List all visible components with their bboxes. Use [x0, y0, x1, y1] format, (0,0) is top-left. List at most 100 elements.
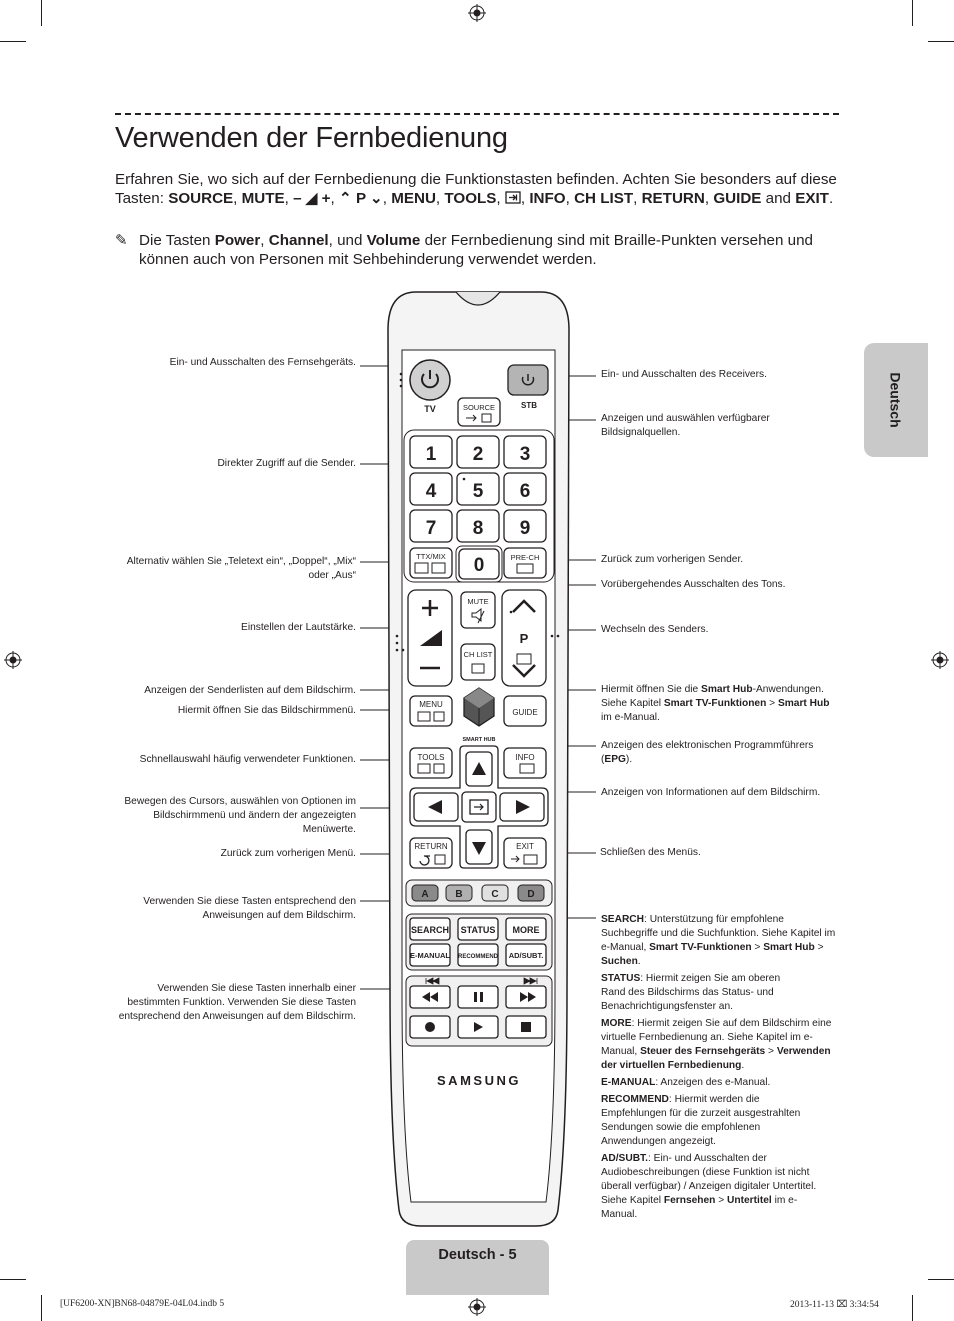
label-teletext: Alternativ wählen Sie „Teletext ein“, „D… [126, 556, 356, 581]
adsubt-button [505, 943, 547, 967]
key-menu: MENU [391, 190, 436, 207]
channel-rocker [501, 589, 547, 687]
number-key-label: 6 [520, 481, 531, 502]
number-key-label: 4 [426, 481, 437, 502]
pre-ch-button [503, 547, 547, 579]
number-key-6 [503, 472, 547, 506]
text-part: > [715, 1195, 728, 1206]
text-part: RECOMMEND [601, 1094, 669, 1105]
note-channel: Channel [268, 232, 329, 249]
number-key-5 [456, 472, 500, 506]
skip-back-icon [425, 977, 440, 985]
exit-label: EXIT [516, 842, 534, 851]
registration-mark-icon [468, 4, 486, 22]
key-exit: EXIT [795, 190, 829, 207]
intro-text: Erfahren Sie, wo sich auf der Fernbedien… [115, 171, 837, 207]
return-label: RETURN [414, 842, 448, 851]
and-text: and [761, 190, 796, 207]
period: . [828, 190, 834, 207]
smart-hub-label: SMART HUB [463, 737, 496, 743]
text-part: STATUS [601, 973, 641, 984]
key-guide: GUIDE [713, 190, 762, 207]
source-label: SOURCE [463, 403, 495, 412]
text-part: Untertitel [727, 1195, 772, 1206]
crop-mark [928, 41, 954, 42]
key-source: SOURCE [168, 190, 234, 207]
emanual-label: E-MANUAL [410, 951, 450, 960]
channel-p-label: P [520, 631, 529, 646]
registration-mark-icon [468, 1298, 486, 1316]
note-paragraph: ✎ Die Tasten Power, Channel, und Volume … [115, 231, 845, 268]
label-channel: Wechseln des Senders. [601, 624, 709, 635]
text-part: > [766, 698, 778, 709]
exit-button [503, 837, 547, 869]
number-keys [409, 435, 547, 543]
return-icon [419, 855, 430, 866]
stop-icon [521, 1022, 531, 1032]
text-part: Smart Hub [763, 942, 815, 953]
separator: , [284, 190, 294, 207]
color-key-a [411, 884, 439, 902]
label-exit: Schließen des Menüs. [600, 847, 701, 858]
search-button [409, 917, 451, 941]
color-key-label: B [455, 889, 462, 900]
note-volume: Volume [366, 232, 421, 249]
channel-down-icon [512, 664, 536, 678]
emanual-button [409, 943, 451, 967]
brand-logo: SAMSUNG [437, 1073, 521, 1088]
registration-mark-icon [4, 651, 22, 669]
power-icon [421, 370, 439, 389]
text-part: ). [625, 754, 633, 765]
info-label: INFO [515, 753, 534, 762]
return-button [409, 837, 453, 869]
label-color-keys: Verwenden Sie diese Tasten entsprechend … [143, 896, 356, 921]
key-return: RETURN [641, 190, 705, 207]
number-key-4 [409, 472, 453, 506]
label-mute: Vorübergehendes Ausschalten des Tons. [601, 579, 786, 590]
text-part: -Anwendungen. Siehe Kapitel [601, 684, 824, 709]
zero-frame [455, 545, 503, 583]
text-part: > [814, 942, 824, 953]
enter-icon [469, 799, 489, 815]
source-button [457, 397, 501, 427]
status-button [457, 917, 499, 941]
ir-window [455, 291, 501, 306]
more-label: MORE [513, 925, 540, 935]
color-key-label: A [421, 889, 428, 900]
pause-icon [474, 992, 483, 1002]
label-info: Anzeigen von Informationen auf dem Bilds… [601, 787, 821, 798]
guide-button [503, 695, 547, 727]
enter-key-icon [505, 191, 521, 204]
channel-up-icon [512, 599, 536, 613]
text-part: Hiermit öffnen Sie die [601, 684, 702, 695]
text-part: : Hiermit werden die Empfehlungen für di… [601, 1094, 801, 1147]
separator: , [496, 190, 505, 207]
label-cursor: Bewegen des Cursors, auswählen von Optio… [124, 796, 356, 835]
number-key-label: 5 [473, 481, 484, 502]
note-part: Die Tasten [139, 232, 215, 249]
text-part: E-MANUAL [601, 1077, 656, 1088]
label-return: Zurück zum vorherigen Menü. [220, 848, 356, 859]
separator: , [520, 190, 530, 207]
key-tools: TOOLS [444, 190, 497, 207]
dashed-rule [115, 113, 839, 115]
tv-label: TV [424, 404, 436, 414]
text-part: : Unterstützung für empfohlene Suchbegri… [601, 914, 836, 953]
ttx-label: TTX/MIX [416, 552, 446, 561]
more-button [505, 917, 547, 941]
separator: , [565, 190, 575, 207]
number-key-label: 1 [426, 444, 437, 465]
ch-list-label: CH LIST [464, 650, 493, 659]
number-key-8 [456, 509, 500, 543]
volume-rocker [407, 589, 453, 687]
intro-paragraph: Erfahren Sie, wo sich auf der Fernbedien… [115, 170, 845, 208]
separator: , [382, 190, 392, 207]
down-arrow-icon [472, 842, 486, 855]
text-part: : Hiermit zeigen Sie auf dem Bildschirm … [601, 1018, 832, 1057]
skip-forward-icon [523, 977, 538, 985]
number-key-label: 7 [426, 518, 437, 539]
zero-label: 0 [474, 555, 485, 576]
color-keys-frame [405, 879, 553, 907]
label-search-block: SEARCH: Unterstützung für empfohlene Suc… [601, 913, 841, 1222]
pre-ch-label: PRE-CH [511, 553, 540, 562]
